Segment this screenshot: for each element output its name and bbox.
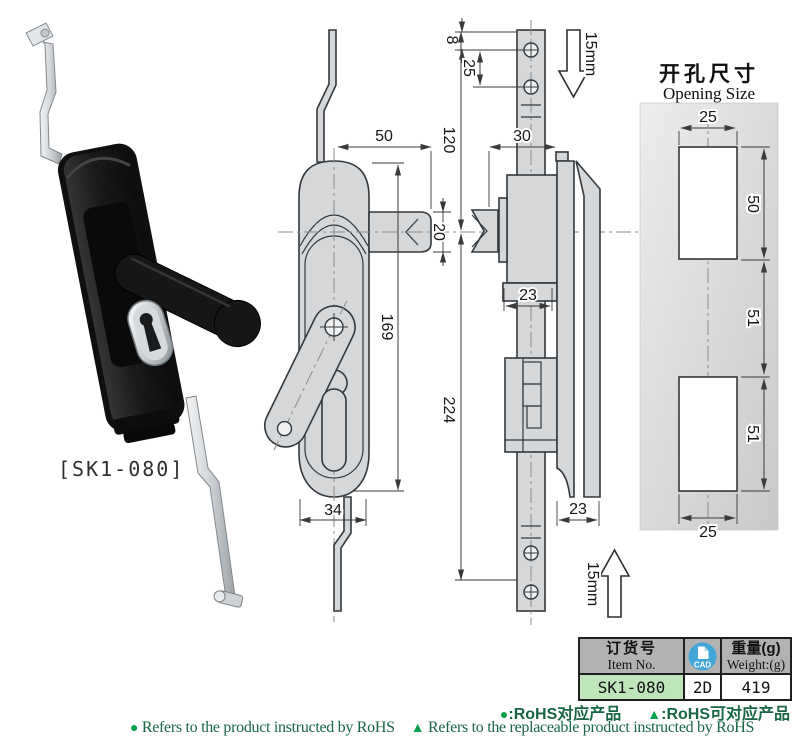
side-cam-block	[504, 357, 558, 453]
side-plate-tab	[555, 151, 569, 162]
front-upper-rod	[316, 29, 337, 163]
rohs-legend-en: ● Refers to the product instructed by Ro…	[130, 719, 754, 737]
dim-label-20: 20	[430, 223, 447, 241]
rohs-legend-cn: ●:RoHS对应产品 ▲:RoHS可对应产品	[500, 700, 790, 724]
side-frame-plate	[575, 160, 601, 498]
front-slot	[321, 388, 347, 472]
stroke-arrow-up	[598, 548, 631, 618]
weight-header: 重量(g) Weight:(g)	[722, 639, 790, 675]
dim-label-30: 30	[513, 128, 531, 145]
opening-size-panel: 开孔尺寸 Opening Size 25 50 51 51 25	[639, 62, 779, 543]
stroke-label-bottom: 15mm	[584, 562, 601, 606]
opening-cutout-2	[678, 376, 738, 492]
front-arch-inner	[301, 224, 367, 255]
side-flange	[498, 197, 508, 263]
product-photo	[25, 22, 261, 608]
stroke-label-top: 15mm	[582, 32, 599, 76]
front-lower-rod	[333, 496, 352, 612]
cad-header: CAD	[685, 639, 722, 675]
front-tab-chevron	[405, 218, 419, 246]
dim-label-8: 8	[443, 36, 460, 45]
side-door-plate	[556, 160, 575, 498]
weight-header-en: Weight:(g)	[726, 656, 786, 672]
dim-label-169: 169	[378, 314, 395, 341]
opening-title-cn: 开孔尺寸	[659, 62, 759, 86]
photo-lower-rod	[185, 395, 236, 599]
item-no-header: 订货号 Item No.	[580, 639, 685, 675]
dim-label-120: 120	[440, 127, 457, 154]
dim-label-34: 34	[324, 502, 342, 519]
spec-table: 订货号 Item No. CAD 重量(g) Weight:(g) SK1-08…	[578, 637, 792, 701]
rohs-dot-icon-en: ●	[130, 721, 139, 736]
rohs-tri-text-cn: :RoHS可对应产品	[661, 706, 790, 723]
weight-header-cn: 重量(g)	[731, 639, 781, 657]
dim-label-open-51b: 51	[744, 425, 761, 443]
side-latch-tongue	[470, 209, 499, 253]
rohs-triangle-icon-en: ▲	[410, 721, 425, 736]
dim-label-open-25bottom: 25	[699, 524, 717, 541]
rohs-dot-text-cn: :RoHS对应产品	[508, 706, 622, 723]
rohs-dot-text-en: Refers to the product instructed by RoHS	[141, 719, 395, 736]
rohs-tri-text-en: Refers to the replaceable product instru…	[427, 719, 755, 736]
dim-label-open-50: 50	[744, 195, 761, 213]
cad-type-value: 2D	[685, 675, 722, 699]
opening-title-en: Opening Size	[663, 84, 755, 103]
item-no-header-en: Item No.	[607, 656, 656, 672]
item-no-value: SK1-080	[580, 675, 685, 699]
front-arch-outer	[299, 214, 369, 247]
rohs-dot-icon: ●	[499, 706, 509, 722]
weight-value: 419	[741, 677, 771, 697]
dim-label-23a: 23	[519, 287, 537, 304]
item-no-header-cn: 订货号	[605, 639, 657, 657]
rohs-triangle-icon: ▲	[647, 706, 662, 722]
front-view: 50 169 20 34	[263, 29, 650, 622]
svg-text:CAD: CAD	[694, 660, 712, 669]
photo-upper-rod	[39, 41, 63, 165]
cad-icon: CAD	[688, 642, 717, 670]
photo-handle-lever	[114, 253, 261, 348]
dim-label-50: 50	[375, 128, 393, 145]
photo-key-cylinder	[127, 299, 174, 367]
opening-cutout-1	[678, 146, 738, 260]
dim-label-25side: 25	[460, 59, 477, 77]
dim-label-23b: 23	[569, 501, 587, 518]
front-handle	[263, 300, 356, 451]
dim-label-224: 224	[440, 397, 457, 424]
stroke-arrow-down	[557, 29, 590, 99]
photo-top-pin	[40, 28, 50, 38]
side-lock-base	[506, 174, 558, 284]
dim-label-open-51a: 51	[744, 309, 761, 327]
dim-label-open-25top: 25	[699, 109, 717, 126]
model-label: [SK1-080]	[58, 457, 185, 481]
photo-end-bolt	[213, 590, 244, 608]
side-view: 8 25 120 224 30 23 23 15mm 15mm	[438, 18, 631, 625]
